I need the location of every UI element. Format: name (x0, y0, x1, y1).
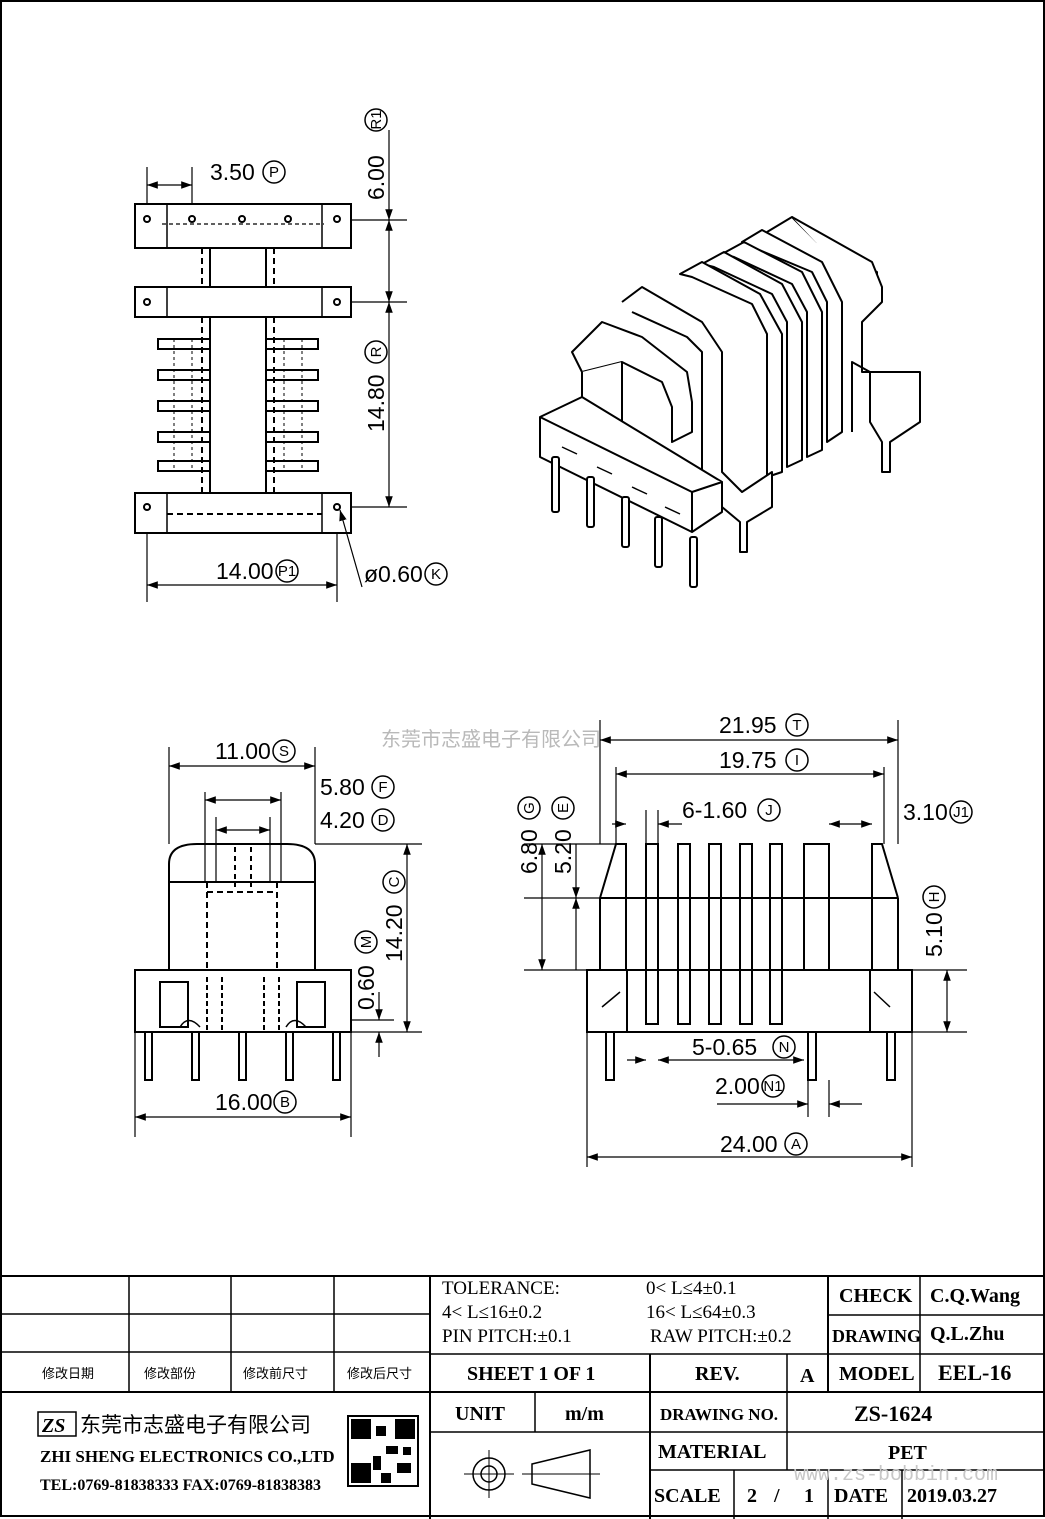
rev-header-date: 修改日期 (42, 1367, 94, 1382)
scale-label: SCALE (654, 1485, 721, 1507)
mark-k: K (431, 566, 441, 583)
unit-label: UNIT (455, 1403, 506, 1425)
dim-j: 6-1.60 (682, 797, 747, 823)
mark-m: M (358, 936, 375, 949)
pin-pitch: PIN PITCH:±0.1 (442, 1326, 572, 1347)
dim-r1: 6.00 (363, 155, 389, 200)
mark-j1: J1 (953, 804, 969, 821)
mark-r: R (368, 346, 385, 357)
rev-value: A (800, 1365, 815, 1387)
watermark-url: www.zs-bobbin.com (794, 1464, 998, 1487)
dim-n: 5-0.65 (692, 1034, 757, 1060)
mark-n: N (779, 1039, 790, 1056)
title-block-text: 修改日期 修改部份 修改前尺寸 修改后尺寸 TOLERANCE: 0< L≤4±… (40, 1278, 1020, 1507)
dim-n1: 2.00 (715, 1073, 760, 1099)
top-view-labels: 3.50 P 6.00 R1 14.80 R 14.00 P1 ø0.60 K (210, 108, 448, 587)
dim-i: 19.75 (719, 747, 777, 773)
rev-label: REV. (695, 1363, 740, 1385)
mark-r1: R1 (368, 110, 385, 129)
dim-s: 11.00 (215, 738, 271, 764)
mark-i: I (795, 752, 799, 769)
date-label: DATE (834, 1485, 888, 1507)
dim-d: 4.20 (320, 807, 365, 833)
mark-g: G (521, 802, 538, 814)
side-view-labels: 11.00 S 5.80 F 4.20 D 14.20 C 0.60 M 16.… (215, 738, 407, 1115)
company-name-en: ZHI SHENG ELECTRONICS CO.,LTD (40, 1447, 335, 1466)
dim-b: 16.00 (215, 1089, 273, 1115)
front-view-labels: 21.95 T 19.75 I 6-1.60 J 3.10 J1 6.80 G … (516, 712, 973, 1157)
front-view (524, 720, 967, 1167)
mark-p: P (269, 164, 279, 181)
rev-header-part: 修改部份 (144, 1367, 196, 1382)
mark-e: E (555, 803, 572, 813)
unit-value: m/m (565, 1403, 604, 1425)
dim-j1: 3.10 (903, 799, 948, 825)
scale-a: 2 (747, 1485, 757, 1507)
dim-e: 5.20 (550, 829, 576, 874)
mark-h: H (926, 892, 943, 903)
side-view (134, 747, 422, 1137)
raw-pitch: RAW PITCH:±0.2 (650, 1326, 792, 1347)
tolerance-3: 16< L≤64±0.3 (646, 1302, 756, 1323)
dim-r: 14.80 (363, 374, 389, 432)
material-label: MATERIAL (658, 1441, 767, 1463)
mark-p1: P1 (278, 563, 296, 580)
mark-d: D (378, 812, 389, 829)
date-value: 2019.03.27 (907, 1485, 997, 1507)
rev-header-before: 修改前尺寸 (243, 1366, 308, 1382)
rev-header-after: 修改后尺寸 (347, 1367, 412, 1382)
tolerance-1: 0< L≤4±0.1 (646, 1278, 737, 1299)
company-logo: ZS (41, 1415, 65, 1437)
drawing-no-value: ZS-1624 (854, 1401, 932, 1426)
isometric-view (539, 216, 921, 588)
company-contact: TEL:0769-81838333 FAX:0769-81838383 (40, 1477, 321, 1494)
drawing-label: DRAWING (832, 1326, 921, 1346)
sheet-info: SHEET 1 OF 1 (467, 1363, 595, 1385)
watermark-text: 东莞市志盛电子有限公司 (381, 727, 601, 751)
dim-h: 5.10 (921, 912, 947, 957)
mark-a: A (791, 1136, 801, 1153)
dim-c: 14.20 (381, 904, 407, 962)
tolerance-label: TOLERANCE: (442, 1278, 560, 1299)
mark-f: F (378, 779, 387, 796)
title-block (2, 1275, 1045, 1519)
top-view (134, 130, 407, 602)
mark-j: J (765, 802, 773, 819)
check-label: CHECK (839, 1285, 913, 1307)
mark-s: S (279, 743, 289, 760)
dim-t: 21.95 (719, 712, 777, 738)
drawing-value: Q.L.Zhu (930, 1323, 1004, 1345)
mark-n1: N1 (763, 1078, 782, 1095)
mark-c: C (386, 876, 403, 887)
model-value: EEL-16 (938, 1360, 1011, 1385)
company-name-cn: 东莞市志盛电子有限公司 (80, 1413, 311, 1437)
scale-b: 1 (804, 1485, 814, 1507)
dim-a: 24.00 (720, 1131, 778, 1157)
drawing-no-label: DRAWING NO. (660, 1405, 778, 1424)
mark-t: T (792, 717, 801, 734)
scale-sep: / (773, 1485, 780, 1507)
dim-g: 6.80 (516, 829, 542, 874)
dim-k: ø0.60 (364, 561, 423, 587)
dim-f: 5.80 (320, 774, 365, 800)
model-label: MODEL (839, 1363, 915, 1385)
check-value: C.Q.Wang (930, 1285, 1020, 1307)
dim-p1: 14.00 (216, 558, 274, 584)
dim-m: 0.60 (353, 965, 379, 1010)
mark-b: B (280, 1094, 290, 1111)
tolerance-2: 4< L≤16±0.2 (442, 1302, 542, 1323)
dim-p: 3.50 (210, 159, 255, 185)
material-value: PET (888, 1442, 928, 1464)
